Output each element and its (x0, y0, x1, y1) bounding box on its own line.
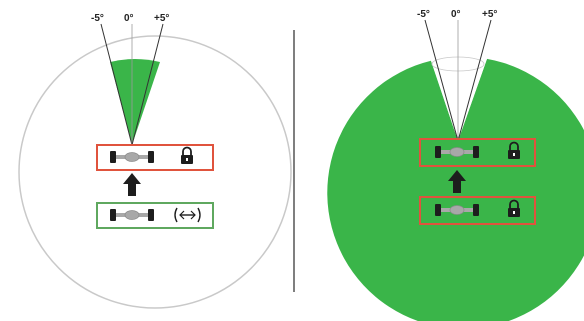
arrow-up-icon (123, 173, 141, 196)
left-angle-label-minus5: -5° (91, 13, 104, 24)
unlocked-axle-icon (174, 207, 201, 223)
right-top-axle-panel (419, 138, 536, 167)
arrow-up-icon (448, 170, 466, 193)
right-diagram: -5° 0° +5° (327, 9, 584, 321)
left-ray-plus5 (131, 23, 164, 146)
left-angle-label-zero: 0° (124, 13, 134, 24)
right-white-wedge (431, 57, 487, 141)
left-bottom-axle-panel (96, 202, 214, 229)
right-bottom-axle-panel (419, 196, 536, 225)
left-turning-circle (18, 35, 292, 309)
left-diagram: -5° 0° +5° (18, 13, 292, 309)
right-angle-label-zero: 0° (451, 9, 461, 20)
right-angle-label-minus5: -5° (417, 9, 430, 20)
right-angle-label-plus5: +5° (482, 9, 497, 20)
left-green-sector (110, 59, 160, 145)
right-ray-minus5 (424, 19, 459, 142)
left-ray-minus5 (100, 23, 133, 146)
left-angle-label-plus5: +5° (154, 13, 169, 24)
right-ray-plus5 (457, 19, 492, 142)
left-top-axle-panel (96, 144, 214, 171)
